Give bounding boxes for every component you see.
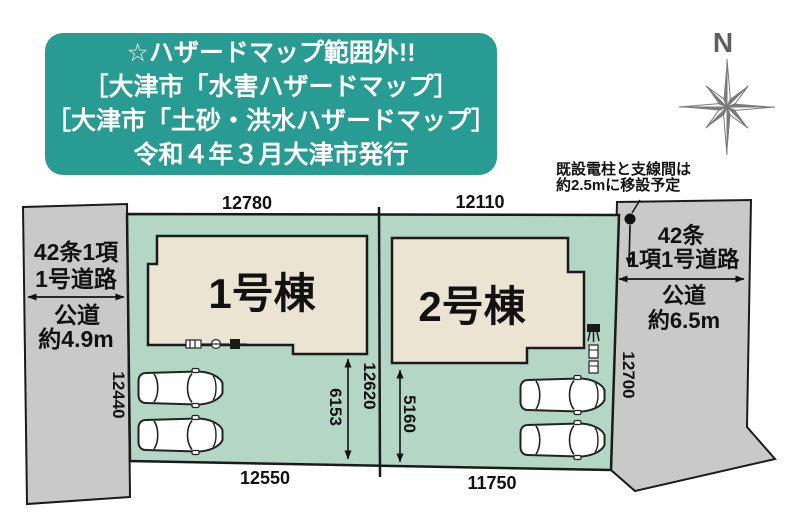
dim-plot1-top: 12780 <box>222 193 272 213</box>
compass-icon <box>678 58 776 156</box>
car-icon <box>519 374 606 416</box>
building-2-shape <box>390 236 586 365</box>
road-left-width-label: 約4.9m <box>38 326 113 352</box>
car-icon <box>137 414 224 456</box>
road-left-name-line1: 42条1項 <box>34 239 119 265</box>
building-2-label: 2号棟 <box>418 283 526 330</box>
plot-divider-line <box>377 206 382 478</box>
pole-note-line2: 約2.5mに移設予定 <box>556 177 681 194</box>
utility-meter-icon <box>185 338 247 350</box>
dim-left-side: 12440 <box>109 371 128 418</box>
dim-right-side: 12700 <box>619 351 638 398</box>
dim-plot2-inner: 5160 <box>400 395 419 433</box>
dim-plot2-bottom: 11750 <box>467 473 516 493</box>
road-right-type-label: 公道 <box>662 283 706 308</box>
dim-plot2-top: 12110 <box>455 192 504 212</box>
dim-plot1-inner: 6153 <box>326 388 345 426</box>
road-left-name-line2: 1号道路 <box>35 266 118 292</box>
dim-divider: 12620 <box>360 362 379 409</box>
building-1-shape <box>146 234 369 356</box>
pole-note-line1: 既設電柱と支線間は <box>556 161 692 178</box>
pole-note-pointer-line <box>631 199 641 214</box>
pole-move-arrow <box>625 224 633 267</box>
dim-plot1-bottom: 12550 <box>240 468 290 488</box>
car-icon <box>137 367 224 409</box>
hazard-note-line: ☆ハザードマップ範囲外!! <box>126 39 416 67</box>
road-right-name-line2: 1項1号道路 <box>627 247 740 272</box>
road-right-name-line1: 42条 <box>658 223 705 248</box>
hazard-note-line: 令和４年３月大津市発行 <box>133 141 409 169</box>
road-left-type-label: 公道 <box>54 302 100 328</box>
utility-pole-icon <box>587 324 600 374</box>
hazard-note-box: ☆ハザードマップ範囲外!! ［大津市「水害ハザードマップ］ ［大津市「土砂・洪水… <box>45 33 497 175</box>
hazard-note-line: ［大津市「水害ハザードマップ］ <box>83 73 459 101</box>
north-label: N <box>713 27 733 58</box>
pole-note: 既設電柱と支線間は 約2.5mに移設予定 <box>556 162 691 194</box>
road-left-shape <box>21 202 132 506</box>
hazard-note-line: ［大津市「土砂・洪水ハザードマップ］ <box>45 107 496 135</box>
pole-dot <box>624 213 636 225</box>
building-1-label: 1号棟 <box>208 270 316 317</box>
car-icon <box>519 419 606 461</box>
road-right-width-label: 約6.5m <box>648 308 720 333</box>
